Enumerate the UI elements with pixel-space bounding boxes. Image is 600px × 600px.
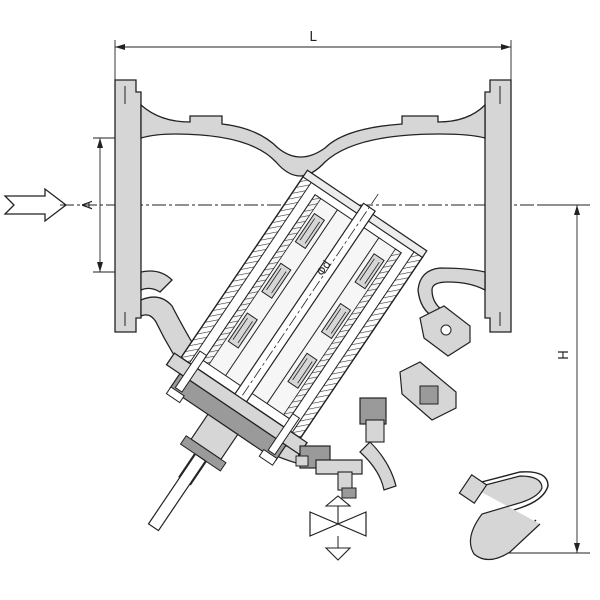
dimension-length-label: L	[309, 30, 317, 45]
dimension-height-label: H	[557, 350, 572, 360]
valve-body	[114, 79, 512, 465]
gear-bracket	[359, 305, 471, 443]
flow-arrow-icon	[3, 187, 68, 223]
drain-assembly	[295, 441, 397, 499]
valve-symbol-icon	[309, 495, 367, 561]
strainer-screen: Φd	[147, 169, 428, 532]
operating-handle	[458, 471, 549, 561]
dimension-length: L	[114, 30, 512, 98]
